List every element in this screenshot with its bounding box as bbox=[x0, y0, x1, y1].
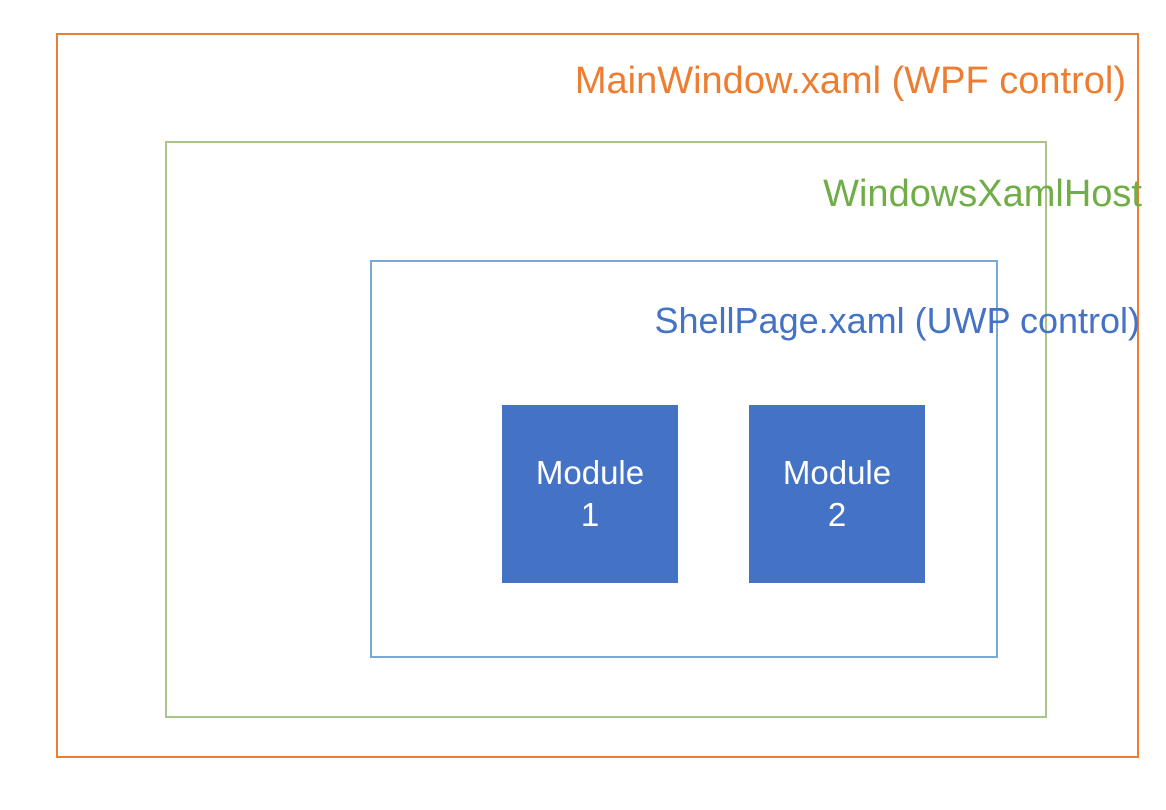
module-2-label-line1: Module bbox=[782, 453, 892, 491]
layer-label-mainwindow: MainWindow.xaml (WPF control) bbox=[574, 60, 1126, 102]
module-box-1: Module 1 bbox=[502, 405, 678, 583]
layer-label-windowsxamlhost: WindowsXamlHost bbox=[823, 173, 1142, 215]
layer-shellpage-uwp bbox=[370, 260, 998, 658]
module-2-label-line2: 2 bbox=[827, 496, 847, 533]
layer-label-shellpage: ShellPage.xaml (UWP control) bbox=[654, 300, 1140, 341]
module-box-2: Module 2 bbox=[749, 405, 925, 583]
module-1-label-line1: Module bbox=[535, 453, 645, 491]
module-1-label-line2: 1 bbox=[580, 496, 600, 533]
layer-mainwindow-wpf bbox=[56, 33, 1139, 758]
layer-windowsxamlhost bbox=[165, 141, 1047, 718]
